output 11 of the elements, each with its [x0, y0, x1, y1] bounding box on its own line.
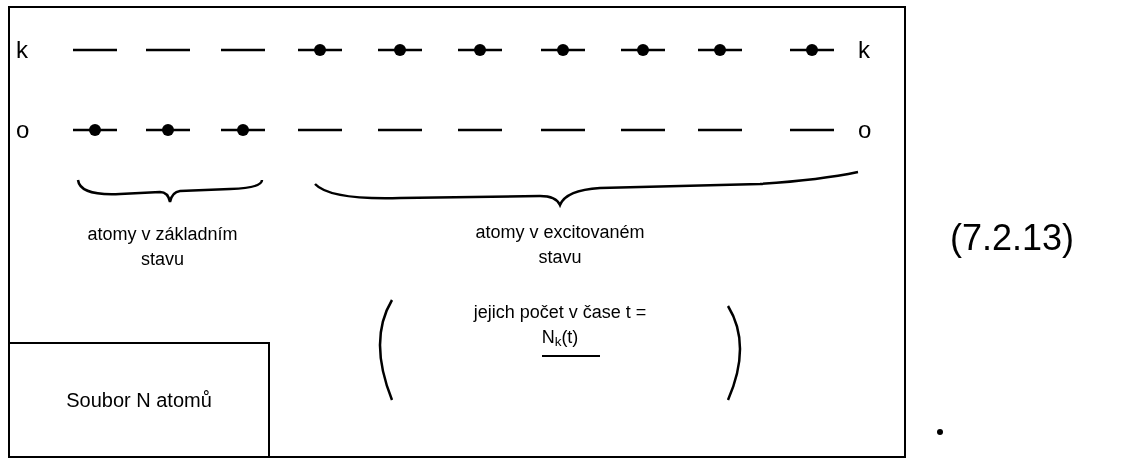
label-text: jejich počet v čase t = N$_{k}$(t) — [472, 301, 648, 350]
label-text: (7.2.13) — [950, 218, 1075, 258]
label-text: o — [16, 115, 30, 145]
label-text: atomy v excitovaném stavu — [474, 221, 646, 269]
box-text: Soubor N atomů — [66, 388, 212, 413]
label-text: o — [858, 115, 872, 145]
frame-box — [8, 6, 906, 458]
label-text: atomy v základním stavu — [86, 223, 239, 271]
text-box — [8, 342, 270, 458]
label-text: k — [858, 35, 870, 65]
label-text: k — [16, 35, 28, 65]
